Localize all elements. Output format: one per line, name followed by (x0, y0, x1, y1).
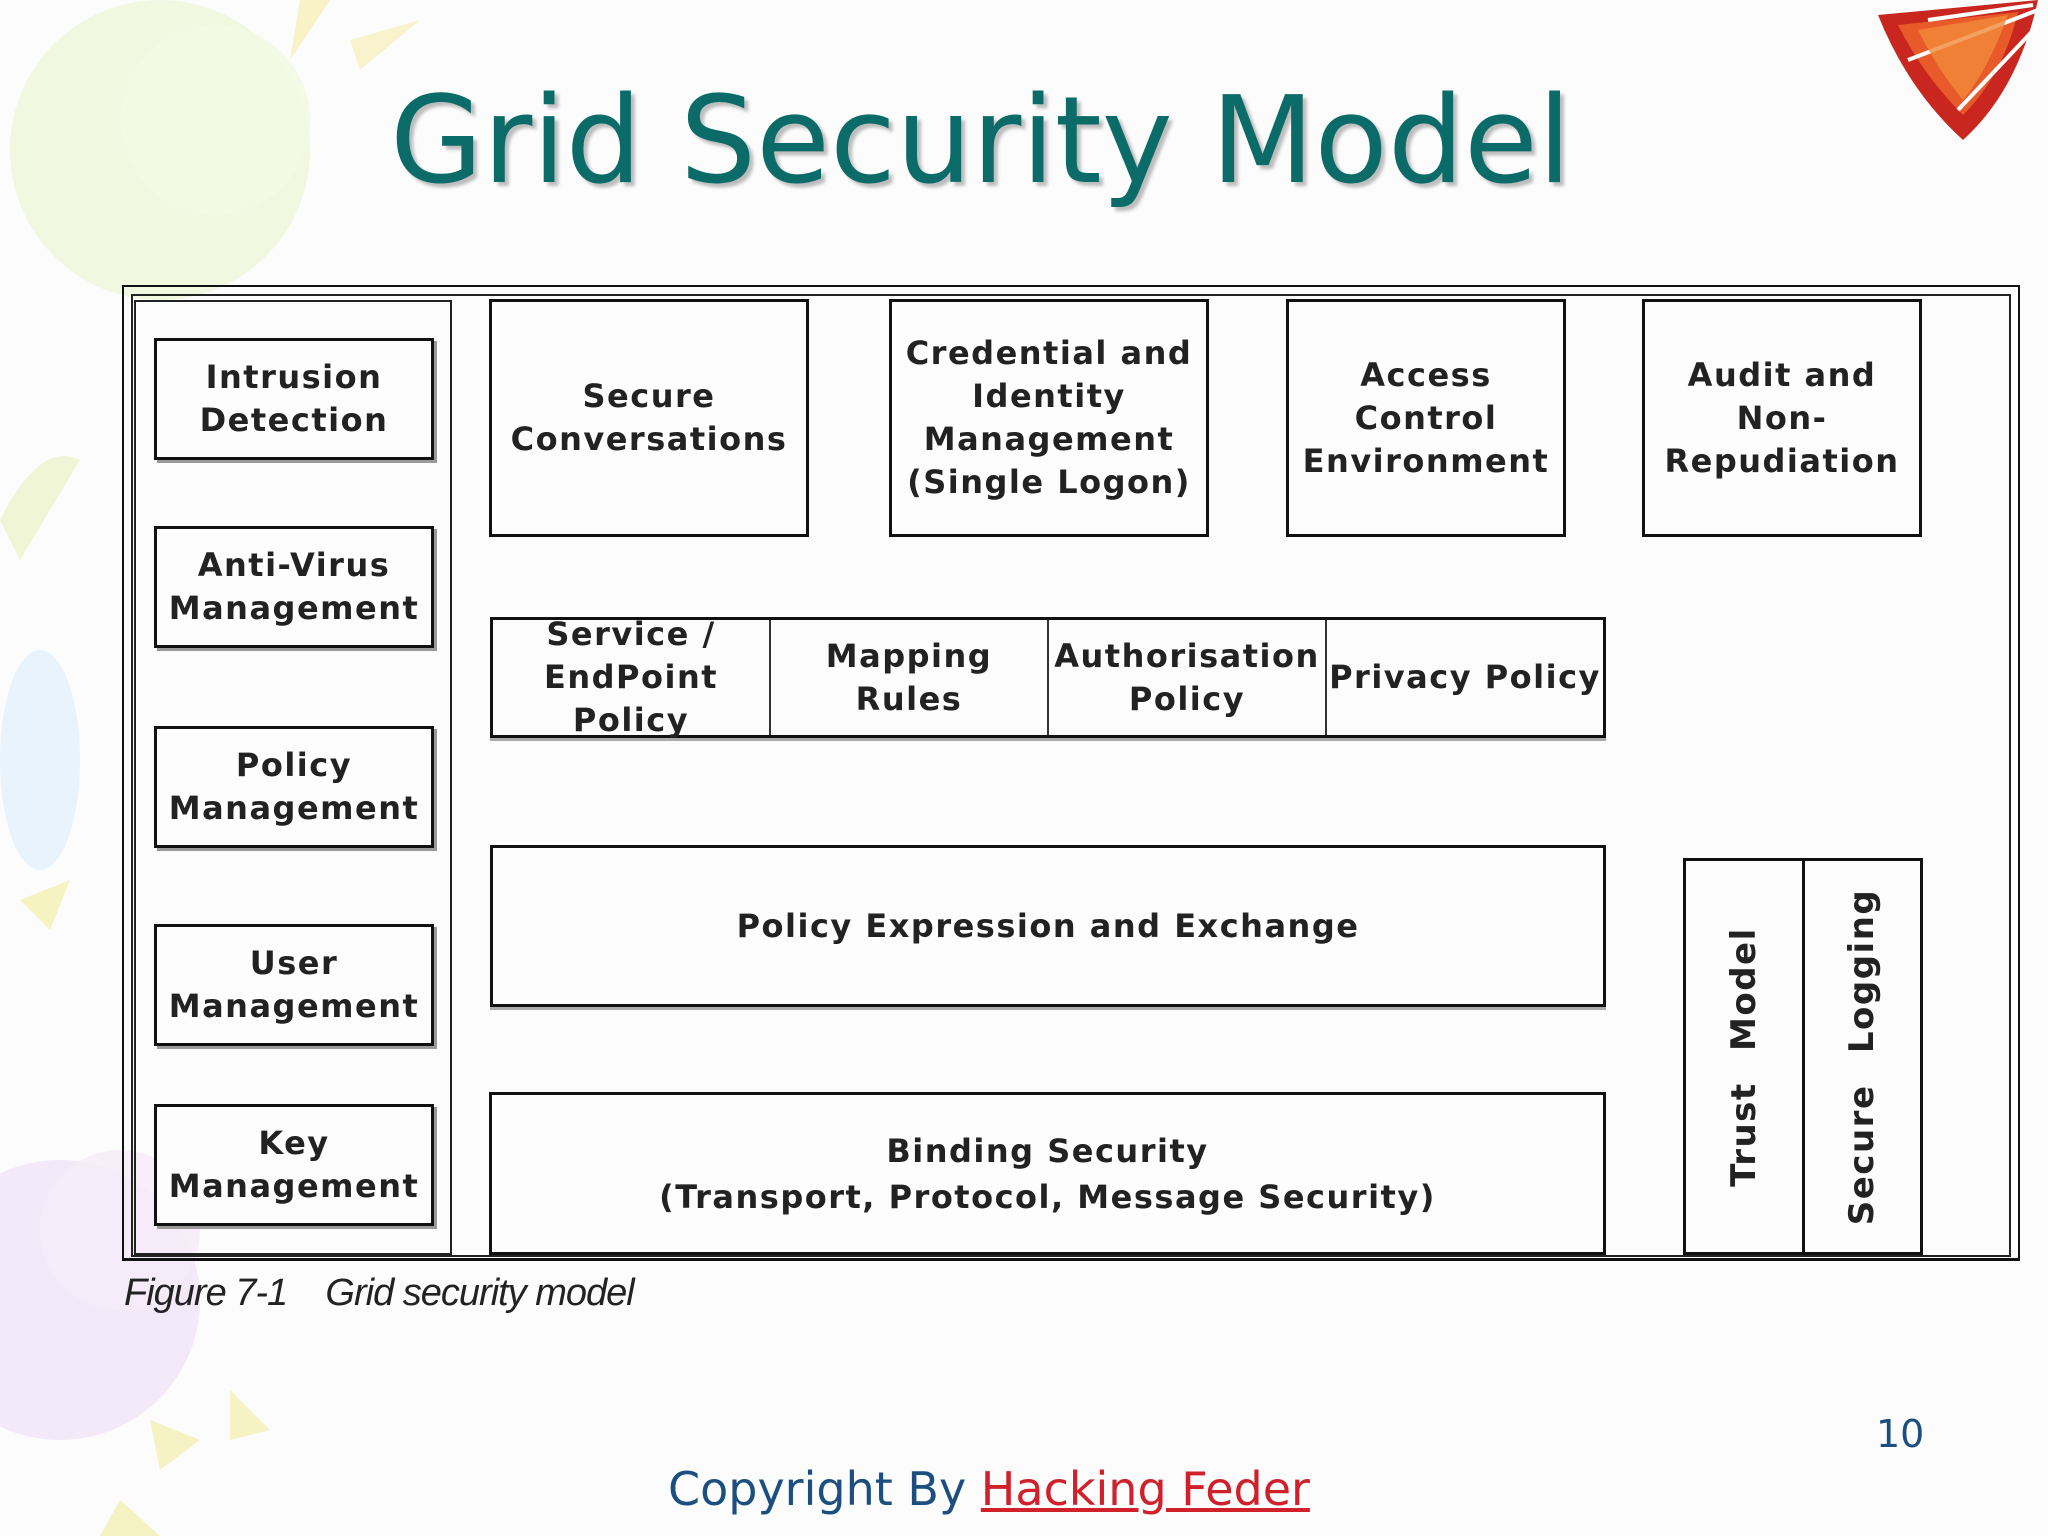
secure-logging-label: Secure Logging (1842, 888, 1883, 1225)
policy-expression-box: Policy Expression and Exchange (490, 845, 1606, 1007)
figure-caption: Figure 7-1 Grid security model (124, 1272, 635, 1314)
policy-management-box: Policy Management (154, 726, 434, 848)
page-number: 10 (1876, 1412, 1925, 1456)
binding-security-box: Binding Security (Transport, Protocol, M… (489, 1092, 1606, 1255)
credential-identity-management-box: Credential and Identity Management (Sing… (889, 299, 1209, 537)
secure-logging-box: Secure Logging (1805, 861, 1921, 1252)
copyright-prefix: Copyright By (668, 1462, 981, 1516)
mapping-rules-cell: Mapping Rules (771, 620, 1049, 735)
figure-outer-frame (122, 285, 2020, 1261)
secure-conversations-box: Secure Conversations (489, 299, 809, 537)
left-column-frame (134, 300, 452, 1255)
intrusion-detection-box: Intrusion Detection (154, 338, 434, 460)
key-management-box: Key Management (154, 1104, 434, 1226)
audit-non-repudiation-box: Audit and Non- Repudiation (1642, 299, 1922, 537)
copyright-footer: Copyright By Hacking Feder (668, 1462, 1310, 1516)
user-management-box: User Management (154, 924, 434, 1046)
authorisation-policy-cell: Authorisation Policy (1049, 620, 1327, 735)
figure-inner-frame (131, 294, 2011, 1257)
slide-title: Grid Security Model (390, 72, 1572, 211)
privacy-policy-cell: Privacy Policy (1329, 658, 1601, 696)
anti-virus-management-box: Anti-Virus Management (154, 526, 434, 648)
vertical-boxes: Trust Model Secure Logging (1683, 858, 1923, 1255)
copyright-link[interactable]: Hacking Feder (980, 1462, 1310, 1516)
service-endpoint-policy-cell: Service / EndPoint Policy (493, 615, 771, 739)
policy-row: Service / EndPoint Policy Mapping Rules … (490, 615, 1606, 739)
trust-model-box: Trust Model (1686, 861, 1805, 1252)
logo-icon (1878, 0, 2045, 140)
trust-model-label: Trust Model (1723, 926, 1764, 1187)
access-control-environment-box: Access Control Environment (1286, 299, 1566, 537)
